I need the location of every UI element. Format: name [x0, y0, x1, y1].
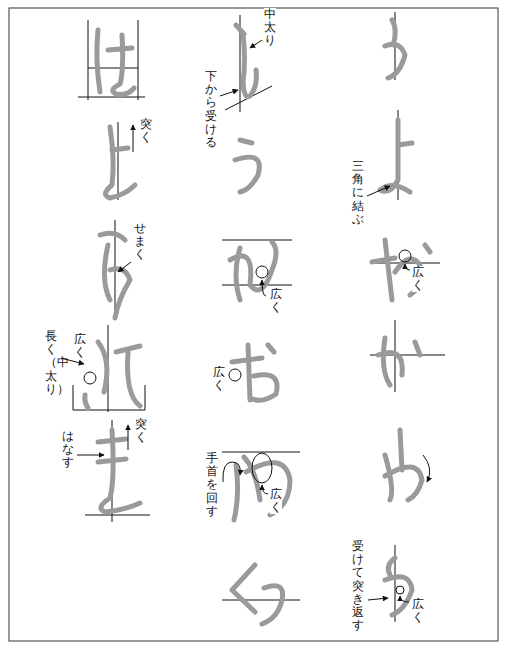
leader-arrow [405, 264, 410, 270]
brush-character [385, 430, 422, 500]
leader-arrow [423, 455, 430, 482]
annotation-label: 広く [270, 488, 282, 514]
brush-character [236, 25, 256, 97]
brush-character [85, 342, 140, 408]
leader-arrow [262, 280, 266, 296]
annotation-label: 突く [140, 118, 152, 144]
brush-character [235, 140, 259, 192]
annotation-label: 三角に結ぶ [352, 160, 364, 226]
guide-line [73, 410, 145, 411]
leader-arrow [262, 485, 268, 494]
guide-line [222, 240, 292, 241]
brush-character [378, 338, 420, 385]
annotation-label: 広く [213, 366, 225, 392]
leader-arrow [133, 125, 134, 152]
leader-arrow [220, 90, 238, 96]
brush-character [105, 127, 135, 198]
leader-arrow [368, 598, 388, 600]
leader-arrow [118, 262, 131, 272]
guide-line [85, 515, 150, 516]
brush-strokes [85, 20, 430, 624]
brush-character [234, 457, 290, 520]
brush-character [232, 565, 283, 624]
annotation-label: 手首を回す [206, 452, 218, 518]
annotation-label: 広く [74, 333, 86, 359]
guide-line [138, 20, 139, 100]
brush-character [372, 240, 430, 300]
brush-character [380, 120, 412, 192]
guide-lines [73, 12, 445, 622]
guide-line [88, 20, 89, 100]
annotation-label: 長く（中太り） [45, 330, 57, 396]
width-circle [396, 586, 404, 594]
brush-character [232, 345, 277, 400]
brush-character [97, 30, 134, 94]
leader-arrow [77, 455, 104, 456]
guide-line [73, 385, 74, 410]
brush-character [385, 558, 412, 615]
annotation-label: 広く [412, 598, 424, 624]
annotation-label: 受けて突き返す [352, 540, 364, 632]
annotation-label: 突く [135, 418, 147, 444]
brush-character [100, 233, 130, 318]
guide-line [78, 97, 145, 98]
annotation-label: 中太り [264, 8, 276, 48]
width-circle [252, 453, 272, 483]
width-circle [399, 250, 411, 262]
width-circle [256, 266, 268, 278]
brush-character [98, 430, 140, 512]
leader-arrow [367, 186, 390, 196]
leader-arrow [223, 462, 240, 482]
frame [9, 8, 498, 641]
annotation-label: 広く [412, 266, 424, 292]
leader-arrow [400, 596, 409, 602]
guide-line [222, 285, 292, 286]
guide-line [222, 600, 300, 601]
annotation-label: はなす [62, 430, 74, 470]
leader-arrow [128, 425, 129, 450]
width-circle [84, 372, 96, 384]
guide-line [118, 122, 119, 200]
width-circle [229, 369, 241, 381]
leader-arrow [250, 40, 262, 48]
guide-line [145, 385, 146, 410]
annotation-label: 下から受ける [205, 70, 217, 149]
annotation-label: 広く [270, 288, 282, 314]
annotation-label: せまく [134, 222, 146, 262]
brush-character [385, 20, 405, 78]
guide-line [222, 452, 300, 453]
leader-arrows [61, 40, 430, 602]
